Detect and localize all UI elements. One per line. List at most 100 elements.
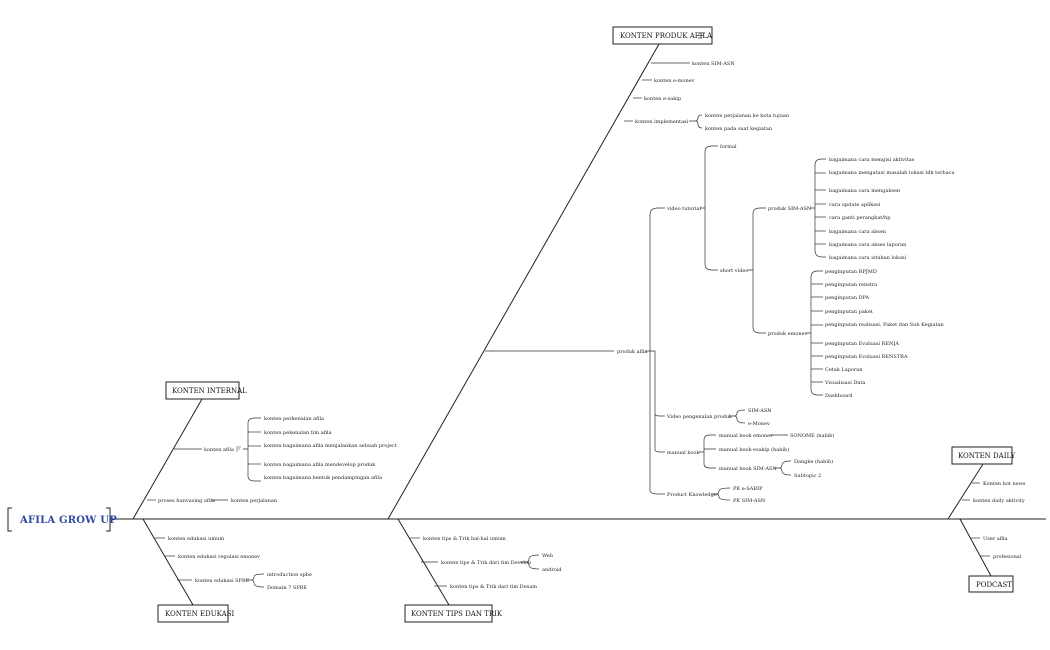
node-pk-esarip[interactable]: PK e-SARIP [733, 486, 763, 492]
node-konten-implementasi[interactable]: konten implementasi [635, 119, 689, 125]
node-simasn-item[interactable]: cara ganti perangkat/hp [829, 215, 890, 221]
node-konten-esakip[interactable]: konten e-sakip [644, 96, 681, 102]
cat-produk-label: KONTEN PRODUK AFILA [620, 32, 713, 40]
node-edukasi-regulasi[interactable]: konten edukasi regulasi emonev [178, 554, 260, 560]
node-mb-dangke[interactable]: Dangke (habib) [794, 458, 833, 465]
bone-produk [387, 43, 660, 520]
node-mb-emonev-child[interactable]: SONOME (habib) [790, 432, 835, 439]
node-tips-umum[interactable]: konten tips & Trik hal-hal umum [423, 536, 506, 542]
node-produk-emonev[interactable]: produk emonev [768, 331, 808, 337]
node-emonev-item[interactable]: penginputan Evaluasi RENJA [825, 341, 899, 347]
node-afila-item[interactable]: konten perkenalan afila [264, 416, 324, 422]
node-mb-emonev[interactable]: manual book emonev [719, 433, 773, 439]
node-emonev-item[interactable]: penginputan RPJMD [825, 269, 877, 275]
cat-tips-box [404, 604, 493, 623]
node-vp-emonev[interactable]: e-Monev [748, 421, 770, 427]
node-afila-item[interactable]: konten bagaimana afila mendevelop produk [264, 462, 376, 468]
node-develop-item[interactable]: Web [542, 553, 553, 559]
cat-podcast-label: PODCAST [976, 581, 1012, 589]
node-video-tutorial[interactable]: video tutorial [666, 206, 701, 212]
bone-internal [132, 398, 203, 520]
podcast-branch: User afila profesional [970, 536, 1022, 560]
head-title: AFILA GROW UP [19, 515, 117, 526]
head-node[interactable]: AFILA GROW UP [7, 507, 117, 532]
node-emonev-item[interactable]: penginputan Evaluasi RENSTRA [825, 354, 908, 360]
node-daily-aktivity[interactable]: konten daily aktivity [973, 498, 1025, 504]
tips-branch: konten tips & Trik hal-hal umum konten t… [410, 536, 562, 590]
node-tips-desain[interactable]: konten tips & Trik dari tim Desain [450, 584, 538, 590]
node-formal[interactable]: formal [720, 144, 737, 150]
bone-podcast [959, 518, 992, 577]
node-impl-perjalanan[interactable]: konten perjalanan ke kota tujuan [705, 113, 790, 119]
cat-tips-label: KONTEN TIPS DAN TRIK [411, 610, 503, 618]
node-mb-esakip[interactable]: manual book esakip (habib) [719, 446, 789, 453]
node-profesional[interactable]: profesional [993, 554, 1022, 560]
simasn-item-line: bagaimana mengatasi masalah lokasi tdk t… [829, 170, 955, 176]
cat-podcast-node[interactable]: PODCAST [968, 575, 1014, 593]
node-simasn-item[interactable]: cara update aplikasi [829, 202, 881, 208]
cat-produk-node[interactable]: KONTEN PRODUK AFILA [612, 26, 713, 45]
edukasi-branch: konten edukasi umum konten edukasi regul… [155, 536, 312, 591]
node-produk-afila[interactable]: produk afila [617, 349, 648, 355]
node-user-afila[interactable]: User afila [983, 536, 1008, 542]
head-bracket-right [106, 507, 111, 532]
node-pk-simasn[interactable]: PK SIM-ASN [733, 498, 766, 504]
node-impl-kegiatan[interactable]: konten pada saat kegiatan [705, 126, 773, 132]
node-mb-subtopic[interactable]: Subtopic 2 [794, 473, 821, 479]
cat-produk-box [612, 26, 713, 45]
node-spbe-item[interactable]: Domain 7 SPBE [267, 585, 307, 591]
node-mb-simasn[interactable]: manual book SIM-ASN [719, 466, 777, 472]
node-simasn-item[interactable]: bagaimana cara absen [829, 229, 887, 235]
node-simasn-item[interactable]: bagaimana cara mengisi aktivitas [829, 157, 915, 163]
node-edukasi-spbe[interactable]: konten edukasi SPBE [195, 578, 250, 584]
node-simasn-item[interactable]: bagaimana mengatasi masalah lokasi tdk t… [829, 170, 955, 176]
node-edukasi-umum[interactable]: konten edukasi umum [168, 536, 224, 542]
cat-internal-node[interactable]: KONTEN INTERNAL [165, 381, 247, 400]
cat-internal-box [165, 381, 240, 400]
cat-daily-node[interactable]: KONTEN DAILY [951, 446, 1016, 465]
node-afila-item[interactable]: konten pekenalan tim afila [264, 430, 332, 436]
node-konten-afila[interactable]: konten afila [204, 447, 234, 453]
node-manual-book[interactable]: manual book [667, 450, 701, 456]
cat-edukasi-box [157, 604, 229, 623]
node-spbe-item[interactable]: introduction spbe [267, 572, 312, 578]
node-perjalanan[interactable]: konten perjalanan [231, 498, 278, 504]
node-emonev-item[interactable]: penginputan DPA [825, 295, 870, 301]
node-emonev-item[interactable]: Dashboard [825, 393, 853, 399]
cat-edukasi-node[interactable]: KONTEN EDUKASI [157, 604, 234, 623]
node-emonev-item[interactable]: penginputan renstra [825, 282, 877, 288]
node-emonev-item[interactable]: Cetak Laporan [825, 367, 863, 373]
node-produk-simasn[interactable]: produk SIM-ASN [768, 206, 812, 212]
node-develop-item[interactable]: android [542, 567, 562, 573]
node-product-knowledge[interactable]: Product Knowledge [667, 492, 717, 498]
node-konten-emonev[interactable]: konten e-monev [654, 78, 695, 84]
node-video-pengenalan[interactable]: Video pengenalan produk [666, 414, 733, 420]
cat-tips-node[interactable]: KONTEN TIPS DAN TRIK [404, 604, 503, 623]
notes-icon [236, 446, 241, 452]
node-konten-simasn[interactable]: konten SIM-ASN [692, 61, 735, 67]
node-short-video[interactable]: short video [720, 268, 748, 274]
node-emonev-item[interactable]: Visualisasi Data [824, 380, 865, 386]
node-simasn-item[interactable]: bagaimana cara mengabsen [829, 188, 901, 194]
node-emonev-item[interactable]: penginputan paket [825, 309, 873, 315]
cat-daily-label: KONTEN DAILY [958, 452, 1016, 460]
node-emonev-item[interactable]: penginputan realisasi, Paket dan Sub Keg… [825, 322, 945, 328]
node-afila-item[interactable]: konten bagaimana bentuk pendampingan afi… [264, 475, 382, 481]
node-proses[interactable]: proses hunvasing afila [158, 498, 215, 504]
cat-podcast-box [968, 575, 1014, 593]
node-vp-simasn[interactable]: SIM-ASN [748, 408, 772, 414]
produk-branch: konten SIM-ASN konten e-monev konten e-s… [485, 61, 955, 504]
node-tips-develop[interactable]: konten tips & Trik dari tim Develop [441, 560, 531, 566]
cat-internal-label: KONTEN INTERNAL [172, 387, 247, 395]
node-simasn-item[interactable]: bagaimana cara istukan lokasi [829, 255, 907, 261]
notes-icon [698, 32, 705, 39]
node-simasn-item[interactable]: bagaimana cara akses laporan [829, 242, 907, 248]
node-hot-news[interactable]: Konten hot news [983, 481, 1026, 487]
head-bracket-left [7, 507, 12, 532]
node-afila-item[interactable]: konten bagaimana afila menjalankan sebua… [264, 443, 397, 449]
bone-daily [947, 463, 984, 520]
cat-edukasi-label: KONTEN EDUKASI [165, 610, 234, 618]
cat-daily-box [951, 446, 1013, 465]
